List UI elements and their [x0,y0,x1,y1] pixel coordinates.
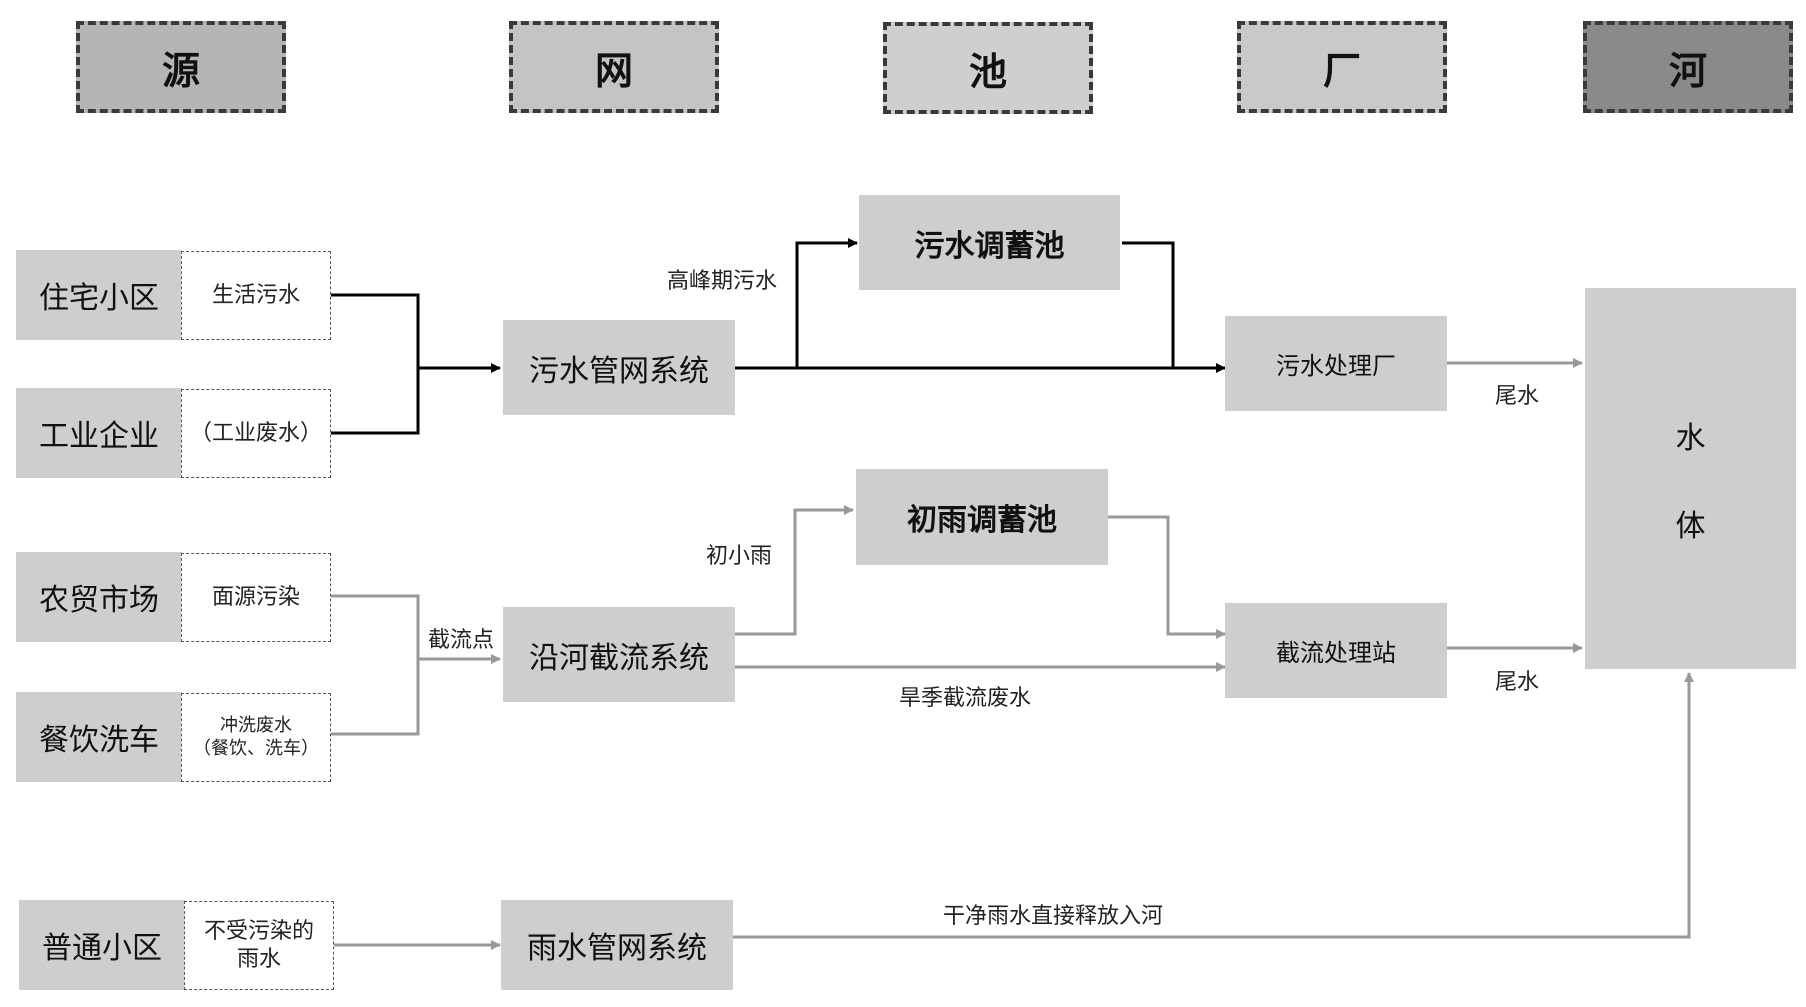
pollutant-rain-line1: 不受污染的 [203,919,314,944]
water-body-line1: 水 [1675,420,1706,456]
label-tail-water-1: 尾水 [1495,384,1540,409]
label-clean-rain: 干净雨水直接释放入河 [943,904,1164,929]
grey-flows [330,358,1694,950]
plant-interception: 截流处理站 [1225,603,1447,698]
pollutant-nonpoint-text: 面源污染 [211,584,300,610]
flow-rain-tank-to-station [1108,515,1226,639]
label-dry-season: 旱季截流废水 [899,686,1032,711]
source-residential: 住宅小区 [16,250,182,340]
flow-market-catering-to-interception [330,594,500,736]
water-body-line2: 体 [1675,508,1706,544]
header-plant: 厂 [1237,21,1447,113]
source-market: 农贸市场 [16,552,182,642]
label-light-rain: 初小雨 [706,544,773,569]
pollutant-rain: 不受污染的 雨水 [184,901,334,990]
network-sewage: 污水管网系统 [503,320,735,415]
flow-light-rain-to-tank [735,505,854,636]
flow-residential-industrial-to-sewage [330,293,500,435]
label-tail-water-2: 尾水 [1495,670,1540,695]
source-catering: 餐饮洗车 [16,692,182,782]
source-industrial: 工业企业 [16,388,182,478]
header-river: 河 [1583,21,1793,113]
black-flows [330,238,1226,435]
pollutant-nonpoint: 面源污染 [181,553,331,642]
source-ordinary: 普通小区 [19,900,185,990]
pollutant-wash-line2: （餐饮、洗车） [193,737,319,759]
label-intercept-point: 截流点 [428,628,495,653]
flow-sewage-tank-to-plant [1122,241,1175,368]
pollutant-rain-line2: 雨水 [236,946,281,972]
flow-peak-to-sewage-tank [795,238,858,368]
water-body: 水 体 [1585,288,1796,669]
tank-first-rain: 初雨调蓄池 [856,469,1108,565]
network-interception: 沿河截流系统 [503,607,735,702]
pollutant-domestic: 生活污水 [181,251,331,340]
pollutant-domestic-text: 生活污水 [211,282,300,308]
header-source: 源 [76,21,286,113]
flow-stormwater-to-river [733,672,1694,939]
pollutant-industrial-text: （工业废水） [189,420,322,446]
network-stormwater: 雨水管网系统 [501,900,733,990]
header-tank: 池 [883,22,1093,114]
pollutant-wash-line1: 冲洗废水 [220,715,292,736]
pollutant-wash: 冲洗废水 （餐饮、洗车） [181,693,331,782]
label-peak-sewage: 高峰期污水 [667,269,778,294]
header-network: 网 [509,21,719,113]
pollutant-industrial: （工业废水） [181,389,331,478]
tank-sewage: 污水调蓄池 [859,195,1120,290]
plant-sewage: 污水处理厂 [1225,316,1447,411]
